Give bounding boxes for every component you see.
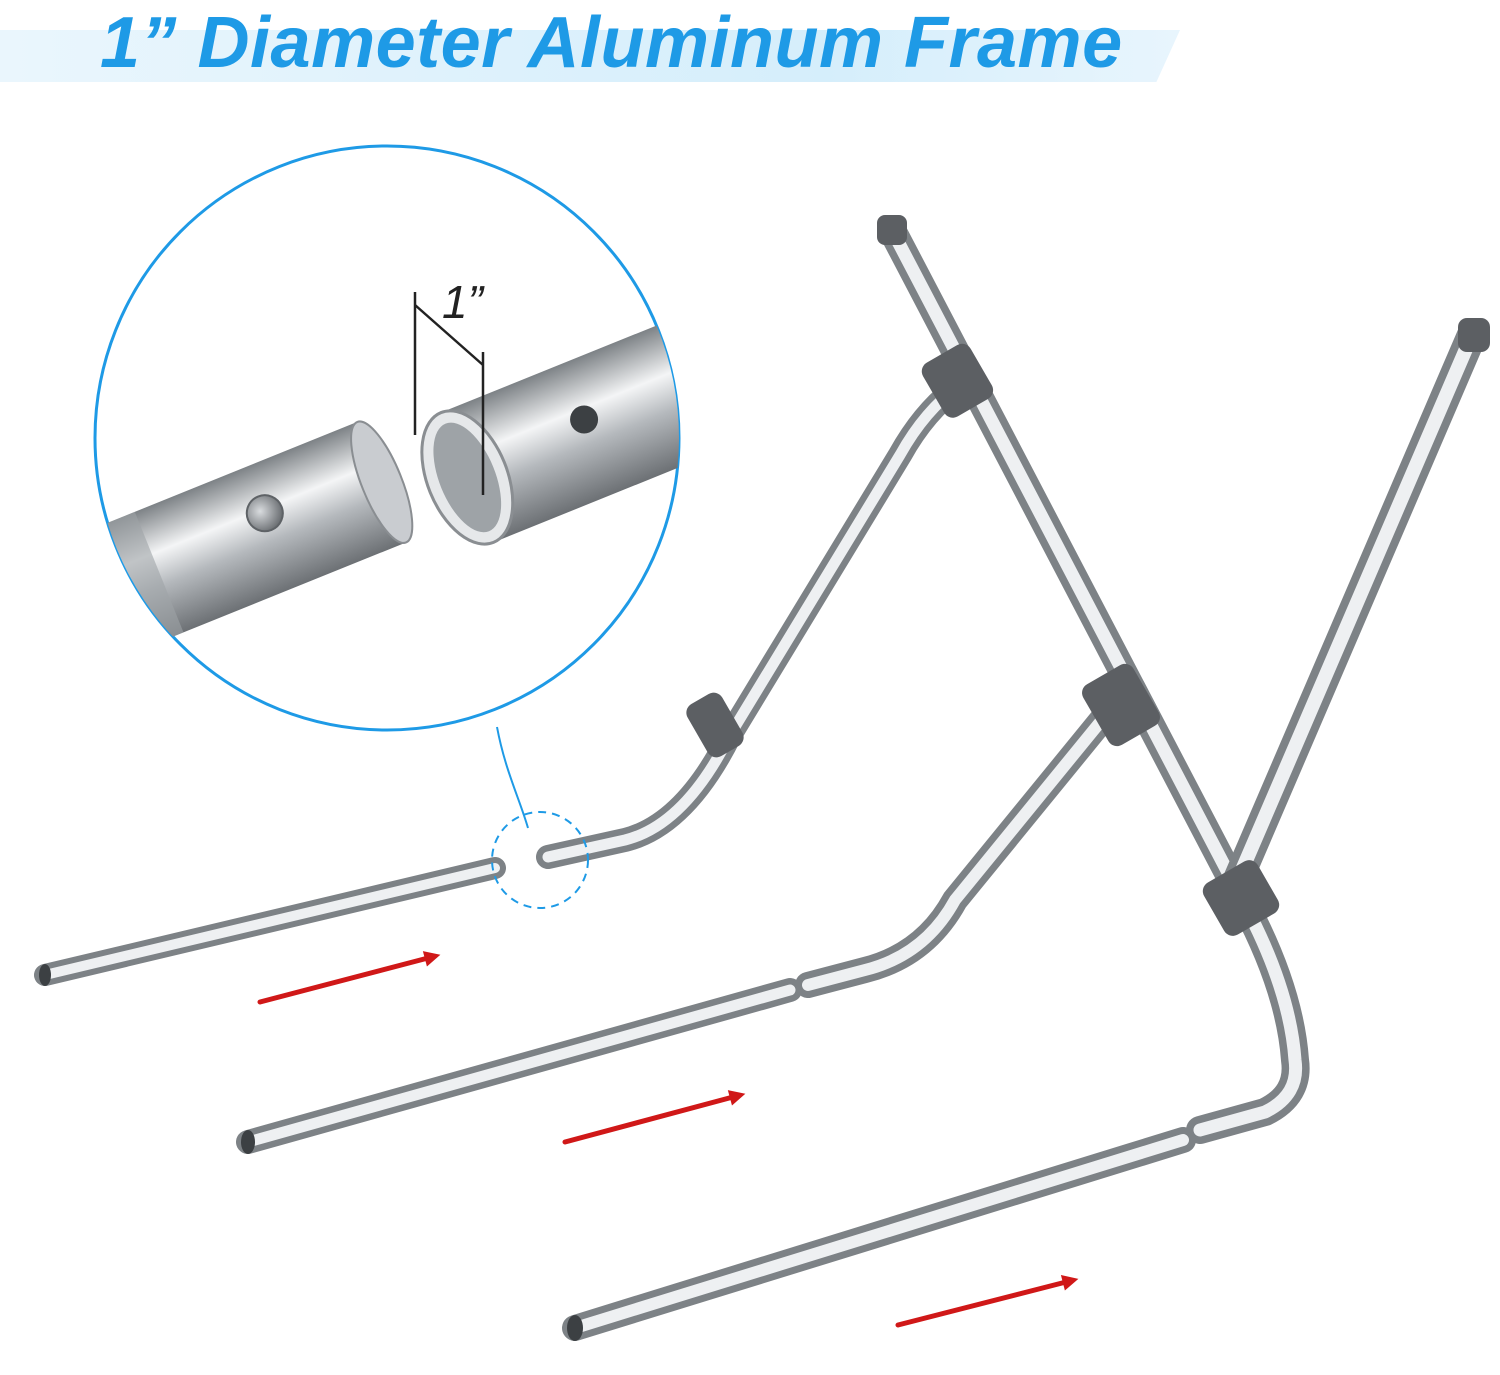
- diameter-label: 1”: [442, 276, 486, 328]
- assembly-arrows: [257, 951, 1079, 1328]
- end-cap: [1458, 318, 1490, 352]
- arrow-right-icon: [562, 1090, 746, 1145]
- hinge-fitting: [686, 692, 744, 758]
- arrow-right-icon: [895, 1275, 1079, 1328]
- joint-highlight: [491, 811, 589, 909]
- hinge-fitting: [921, 343, 994, 418]
- title-band: [0, 30, 1180, 82]
- spring-pin: [245, 494, 284, 533]
- arrow-right-icon: [257, 951, 441, 1005]
- tube-end: [567, 1315, 583, 1341]
- crossbar: [879, 218, 1310, 1144]
- callout-male-tube: [95, 420, 414, 712]
- tube-end: [241, 1130, 255, 1154]
- hinge-fitting: [1082, 663, 1160, 747]
- page-title: 1” Diameter Aluminum Frame: [100, 3, 1123, 83]
- fittings: [686, 215, 1490, 936]
- frame-bow-2: [236, 677, 1138, 1154]
- frame-bow-3: [562, 320, 1487, 1341]
- hinge-fitting: [1202, 860, 1280, 936]
- tube-end: [39, 964, 51, 986]
- zoom-callout: 1”: [93, 144, 681, 732]
- callout-leader: [496, 726, 529, 829]
- dimension-marker: [413, 292, 485, 495]
- end-cap: [877, 215, 907, 245]
- lock-hole: [570, 405, 599, 434]
- callout-female-tube: [420, 285, 679, 546]
